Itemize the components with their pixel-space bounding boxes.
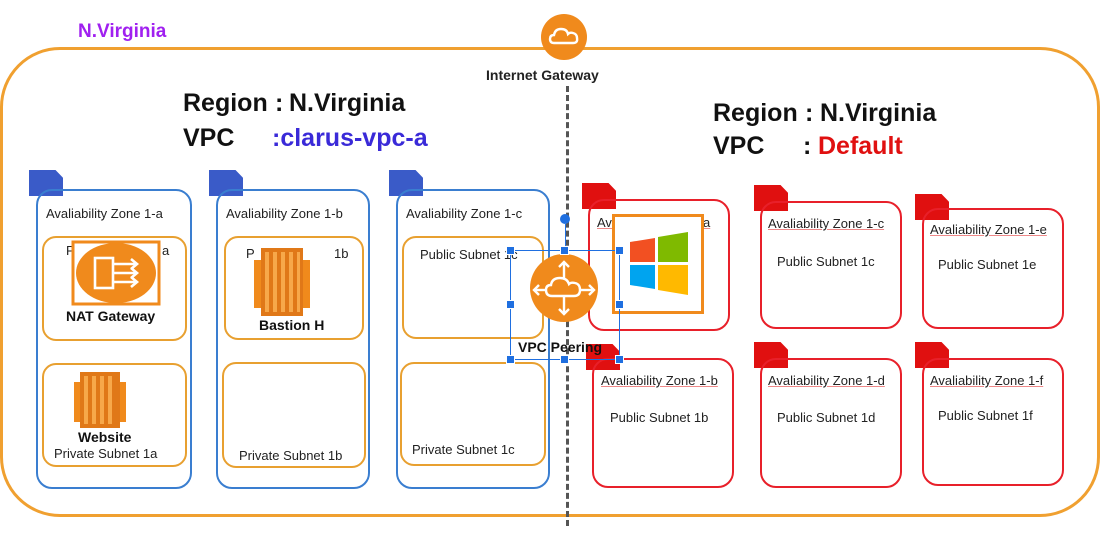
left-region-key: Region <box>183 89 268 117</box>
availability-zone-1c-right[interactable] <box>760 201 902 329</box>
resize-handle[interactable] <box>560 355 569 364</box>
availability-zone-1c[interactable] <box>396 189 550 489</box>
availability-zone-1e-right[interactable] <box>922 208 1064 329</box>
az-title: Avaliability Zone 1-a <box>46 206 163 221</box>
left-vpc-key: VPC <box>183 124 235 152</box>
resize-handle[interactable] <box>615 355 624 364</box>
public-subnet-label: Public Subnet 1f <box>938 408 1033 423</box>
public-subnet-1a[interactable] <box>42 236 187 341</box>
rotate-handle-stem <box>565 224 566 246</box>
website-label: Website <box>78 429 132 445</box>
internet-gateway-label: Internet Gateway <box>486 67 599 83</box>
resize-handle[interactable] <box>560 246 569 255</box>
left-vpc-value: :clarus-vpc-a <box>272 124 428 152</box>
az-title: Avaliability Zone 1-b <box>601 373 718 388</box>
az-title: Avaliability Zone 1-f <box>930 373 1044 388</box>
resize-handle[interactable] <box>506 355 515 364</box>
resize-handle[interactable] <box>615 246 624 255</box>
right-vpc-value: Default <box>818 132 903 160</box>
availability-zone-1d-right[interactable] <box>760 358 902 488</box>
public-subnet-1b[interactable] <box>224 236 364 340</box>
bastion-host-label: Bastion H <box>259 317 325 333</box>
az-title: Avaliability Zone 1-c <box>768 216 885 231</box>
public-subnet-label: Public Subnet 1e <box>938 257 1037 272</box>
az-title: Avaliability Zone 1-c <box>406 206 523 221</box>
subnet-partial-label: P <box>66 243 75 258</box>
right-region-sep: : <box>805 99 814 127</box>
public-subnet-label: Public Subnet 1b <box>610 410 709 425</box>
availability-zone-1b[interactable] <box>216 189 370 489</box>
private-subnet-1a[interactable] <box>42 363 187 467</box>
vpc-peering[interactable] <box>528 252 600 324</box>
ec2-instance-icon <box>74 372 126 428</box>
subnet-partial-label: 1b <box>334 246 349 261</box>
private-subnet-1c[interactable] <box>400 362 546 466</box>
az-title: Avaliability Zone 1-d <box>768 373 885 388</box>
windows-instance[interactable] <box>612 214 704 314</box>
right-region-key: Region <box>713 99 798 127</box>
nat-gateway[interactable] <box>71 240 161 306</box>
availability-zone-1f-right[interactable] <box>922 358 1064 486</box>
resize-handle[interactable] <box>615 300 624 309</box>
internet-gateway[interactable] <box>540 13 588 61</box>
availability-zone-1b-right[interactable] <box>592 358 734 488</box>
public-subnet-label: Public Subnet 1c <box>420 247 518 262</box>
public-subnet-label: Public Subnet 1d <box>777 410 876 425</box>
right-vpc-sep: : <box>803 132 812 160</box>
subnet-partial-label: a <box>162 243 170 258</box>
subnet-partial-label: P <box>246 246 255 261</box>
private-subnet-label: Private Subnet 1a <box>54 446 158 461</box>
private-subnet-1b[interactable] <box>222 362 366 468</box>
az-title: Avaliability Zone 1-e <box>930 222 1047 237</box>
cloud-icon <box>541 14 587 60</box>
left-region-value: N.Virginia <box>289 89 406 117</box>
vpc-peering-label: VPC Peering <box>518 339 603 355</box>
vpc-peering-icon <box>530 254 598 322</box>
resize-handle[interactable] <box>506 300 515 309</box>
right-vpc-key: VPC <box>713 132 765 160</box>
availability-zone-1a[interactable] <box>36 189 192 489</box>
az-title: Avaliability Zone 1-b <box>226 206 343 221</box>
left-region-sep: : <box>275 89 284 117</box>
public-subnet-label: Public Subnet 1c <box>777 254 875 269</box>
right-region-value: N.Virginia <box>820 99 937 127</box>
bastion-host[interactable] <box>250 244 314 316</box>
nat-gateway-label: NAT Gateway <box>66 308 156 324</box>
private-subnet-label: Private Subnet 1b <box>239 448 343 463</box>
nat-gateway-icon <box>71 240 161 306</box>
region-title: N.Virginia <box>78 21 167 42</box>
resize-handle[interactable] <box>506 246 515 255</box>
ec2-instance-icon <box>254 248 310 316</box>
az-title-tail: a <box>703 215 711 230</box>
private-subnet-label: Private Subnet 1c <box>412 442 515 457</box>
rotate-handle[interactable] <box>560 214 570 224</box>
windows-logo-icon <box>612 214 704 314</box>
website-instance[interactable] <box>70 368 130 428</box>
